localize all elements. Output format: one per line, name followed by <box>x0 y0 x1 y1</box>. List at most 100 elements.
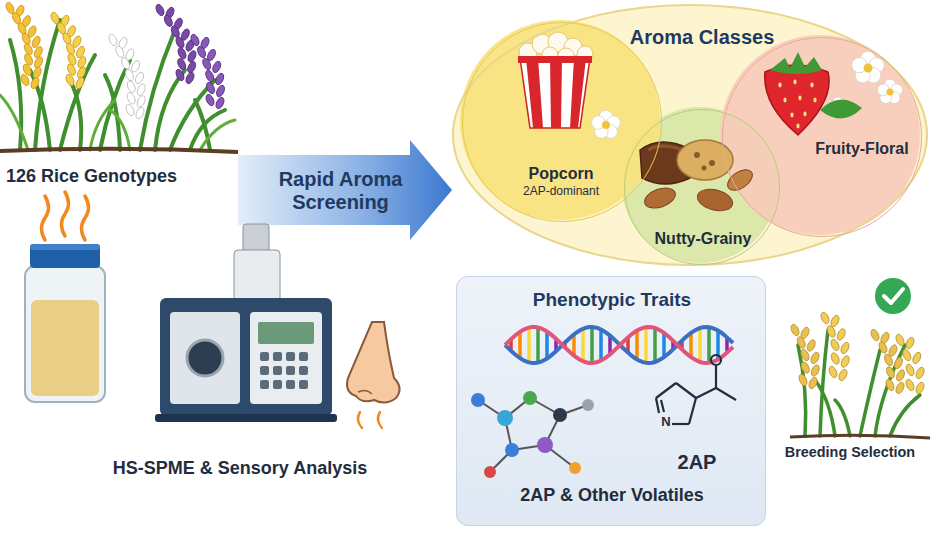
art-stroke <box>136 83 147 97</box>
art-stroke <box>840 355 851 369</box>
node-title: Phenotypic Traits <box>487 289 737 311</box>
art-stroke <box>536 327 540 362</box>
nut-icons <box>640 140 756 214</box>
art-stroke <box>895 369 906 383</box>
caption-label: Breeding Selection <box>770 444 930 461</box>
atom-label: N <box>659 415 673 428</box>
art-stroke <box>260 380 269 389</box>
art-stroke <box>286 366 295 375</box>
art-stroke <box>783 98 786 103</box>
art-stroke <box>819 311 830 325</box>
node-title: Rapid Aroma Screening <box>258 168 423 214</box>
art-stroke <box>914 381 925 395</box>
art-stroke <box>884 378 895 392</box>
art-stroke <box>793 80 796 85</box>
art-stroke <box>64 73 75 87</box>
art-stroke <box>204 69 215 83</box>
fruity-floral-class: Fruity-Floral <box>722 37 922 237</box>
node-text: 2AP-dominant <box>496 185 626 199</box>
art-stroke <box>61 32 72 46</box>
art-stroke <box>126 91 137 105</box>
art-stroke <box>545 332 549 359</box>
art-stroke <box>689 333 693 357</box>
popcorn-icon <box>518 32 593 128</box>
art-stroke <box>869 328 880 342</box>
art-stroke <box>662 333 666 357</box>
art-stroke <box>877 341 888 355</box>
art-stroke <box>827 365 838 379</box>
art-stroke <box>299 380 308 389</box>
art-stroke <box>810 364 821 378</box>
art-stroke <box>130 59 141 73</box>
art-stroke <box>505 327 733 363</box>
art-stroke <box>174 36 185 50</box>
art-stroke <box>807 376 818 390</box>
art-stroke <box>154 3 165 17</box>
art-stroke <box>134 71 145 85</box>
node-title: Fruity-Floral <box>803 140 921 158</box>
art-stroke <box>581 329 585 361</box>
art-stroke <box>810 83 813 88</box>
art-stroke <box>136 94 147 108</box>
art-stroke <box>829 314 840 328</box>
art-stroke <box>796 336 807 350</box>
art-stroke <box>19 73 30 87</box>
node-text: 2AP & Other Volatiles <box>477 485 747 506</box>
art-stroke <box>176 57 187 71</box>
art-stroke <box>211 60 222 74</box>
art-stroke <box>186 49 197 63</box>
art-stroke <box>894 381 905 395</box>
art-stroke <box>887 89 894 96</box>
flower-icons <box>592 51 903 138</box>
art-stroke <box>905 363 916 377</box>
caption-label: 126 Rice Genotypes <box>6 166 236 187</box>
art-stroke <box>602 121 610 129</box>
art-stroke <box>273 380 282 389</box>
art-stroke <box>196 45 207 59</box>
dna-helix <box>505 327 733 363</box>
art-stroke <box>134 106 145 120</box>
art-stroke <box>299 352 308 361</box>
art-stroke <box>798 96 801 101</box>
art-stroke <box>904 336 915 350</box>
art-stroke <box>813 98 816 103</box>
art-stroke <box>911 351 922 365</box>
art-stroke <box>107 33 118 47</box>
art-stroke <box>635 331 639 360</box>
node-title: Nutty-Grainy <box>633 230 773 248</box>
rice-plants <box>0 1 238 152</box>
node-title: Popcorn <box>496 165 626 183</box>
art-stroke <box>839 341 850 355</box>
art-stroke <box>189 33 200 47</box>
art-stroke <box>778 83 781 88</box>
art-stroke <box>273 366 282 375</box>
art-stroke <box>170 25 181 39</box>
art-stroke <box>829 338 840 352</box>
art-stroke <box>789 323 800 337</box>
art-stroke <box>904 378 915 392</box>
art-stroke <box>826 325 837 339</box>
art-stroke <box>214 72 225 86</box>
heat-waves <box>42 192 89 240</box>
art-stroke <box>885 366 896 380</box>
art-stroke <box>806 339 817 353</box>
art-stroke <box>698 328 702 362</box>
traits-box-fill <box>456 276 766 526</box>
gc-ms-instrument <box>155 224 337 422</box>
art-stroke <box>299 366 308 375</box>
node-text: 2AP <box>662 451 732 474</box>
popcorn-class: Popcorn 2AP-dominant <box>462 22 662 222</box>
art-stroke <box>124 68 135 82</box>
art-stroke <box>527 328 531 363</box>
sample-jar <box>25 244 105 402</box>
art-stroke <box>29 76 40 90</box>
art-stroke <box>800 361 811 375</box>
art-stroke <box>915 366 926 380</box>
art-stroke <box>864 64 873 73</box>
art-stroke <box>273 352 282 361</box>
art-stroke <box>286 380 295 389</box>
check-icon <box>875 278 911 314</box>
art-stroke <box>205 81 216 95</box>
arrow-shape <box>238 140 452 240</box>
art-stroke <box>260 366 269 375</box>
